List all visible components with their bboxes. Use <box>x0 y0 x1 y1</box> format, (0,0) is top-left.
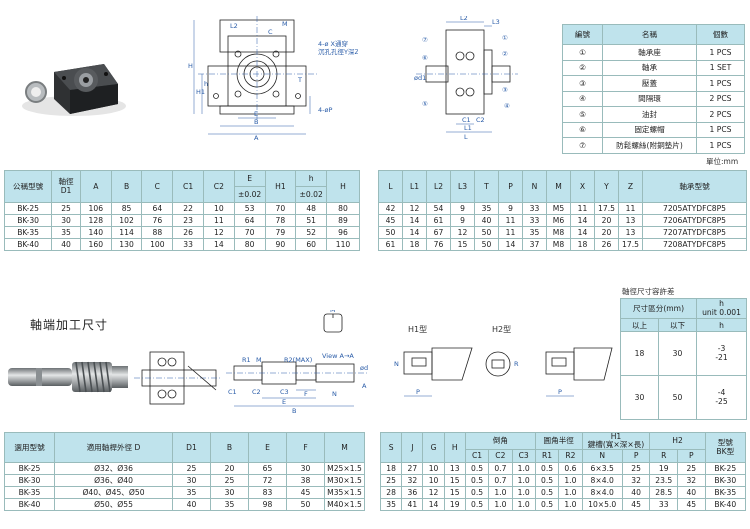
main-table-left: 公稱型號 軸徑 D1 A B C C1 C2 E H1 h H ±0.02 ±0… <box>3 170 360 251</box>
table-row: 30 50 -4 -25 <box>620 375 748 420</box>
svg-text:T: T <box>297 76 302 84</box>
svg-text:L2: L2 <box>460 16 468 22</box>
svg-text:ød: ød <box>360 364 368 372</box>
svg-text:N: N <box>394 360 399 368</box>
svg-text:C1: C1 <box>462 116 471 124</box>
svg-text:C: C <box>268 28 273 36</box>
svg-text:②: ② <box>502 50 508 58</box>
svg-text:L1: L1 <box>464 124 472 132</box>
svg-text:B: B <box>292 407 296 414</box>
svg-text:E: E <box>282 398 286 406</box>
svg-text:L2: L2 <box>230 22 238 30</box>
product-photo <box>14 44 126 124</box>
unit-note: 單位:mm <box>706 157 739 166</box>
bottom-table-right: S J G H 倒角 圓角半徑 H1 鍵槽(寬×深×長) H2 型號 BK型 C… <box>379 432 747 511</box>
keyway-drawing: H1型 H2型 N P R P <box>380 318 616 410</box>
svg-text:F: F <box>304 390 308 398</box>
parts-header-name: 名稱 <box>602 24 697 45</box>
side-section-drawing: L2 L3 ⑦ ⑥ ød1 ⑤ ① ② ③ ④ C1 C2 L1 L <box>412 14 522 141</box>
svg-text:⑦: ⑦ <box>422 36 428 44</box>
svg-text:R: R <box>514 360 519 368</box>
svg-text:M: M <box>330 310 336 314</box>
svg-text:B: B <box>254 118 258 126</box>
svg-text:View A→A: View A→A <box>322 352 354 360</box>
svg-text:ød1: ød1 <box>414 74 426 82</box>
shaft-section-title: 軸端加工尺寸 <box>30 318 109 332</box>
svg-text:4-ø X通穿: 4-ø X通穿 <box>318 39 348 48</box>
svg-text:C2: C2 <box>252 388 261 396</box>
svg-text:M: M <box>256 356 262 364</box>
svg-text:E: E <box>254 110 258 118</box>
assembly-section-drawing <box>132 346 222 410</box>
svg-text:C2: C2 <box>476 116 485 124</box>
svg-text:R2(MAX): R2(MAX) <box>284 356 312 364</box>
svg-text:R1: R1 <box>242 356 251 364</box>
svg-text:⑤: ⑤ <box>422 100 428 108</box>
svg-text:①: ① <box>502 34 508 42</box>
svg-text:P: P <box>558 388 562 396</box>
svg-text:H1型: H1型 <box>408 325 427 334</box>
svg-text:A: A <box>254 134 259 142</box>
tolerance-title: 軸徑尺寸容許差 <box>622 287 675 296</box>
svg-text:H: H <box>188 62 193 70</box>
svg-text:H2型: H2型 <box>492 325 511 334</box>
table-row: 18 30 -3 -21 <box>620 331 748 376</box>
svg-text:L: L <box>464 133 468 140</box>
svg-text:N: N <box>332 390 337 398</box>
svg-text:4-øP: 4-øP <box>318 106 332 114</box>
svg-text:C3: C3 <box>280 388 289 396</box>
shaft-end-drawing: M R1 M R2(MAX) View A→A C1 C2 C3 ød E F … <box>222 306 372 415</box>
parts-header-qty: 個數 <box>696 24 745 45</box>
svg-text:H1: H1 <box>196 88 205 96</box>
front-view-drawing: L2 C M 4-ø X通穿 沉孔孔徑Y深Z H H1 h T E B A 4-… <box>158 16 359 144</box>
svg-text:⑥: ⑥ <box>422 54 428 62</box>
svg-text:P: P <box>416 388 420 396</box>
svg-text:L3: L3 <box>492 18 500 26</box>
svg-text:④: ④ <box>504 102 510 110</box>
svg-text:M: M <box>282 20 288 28</box>
svg-text:C1: C1 <box>228 388 237 396</box>
svg-text:h: h <box>204 80 208 88</box>
parts-header-no: 編號 <box>562 24 603 45</box>
tolerance-table: 尺寸區分(mm) h unit 0.001 以上 以下 h 18 30 -3 -… <box>619 298 748 420</box>
svg-text:A: A <box>362 382 367 390</box>
shaft-photo <box>6 356 130 400</box>
svg-text:③: ③ <box>502 86 508 94</box>
svg-text:沉孔孔徑Y深Z: 沉孔孔徑Y深Z <box>318 47 358 56</box>
